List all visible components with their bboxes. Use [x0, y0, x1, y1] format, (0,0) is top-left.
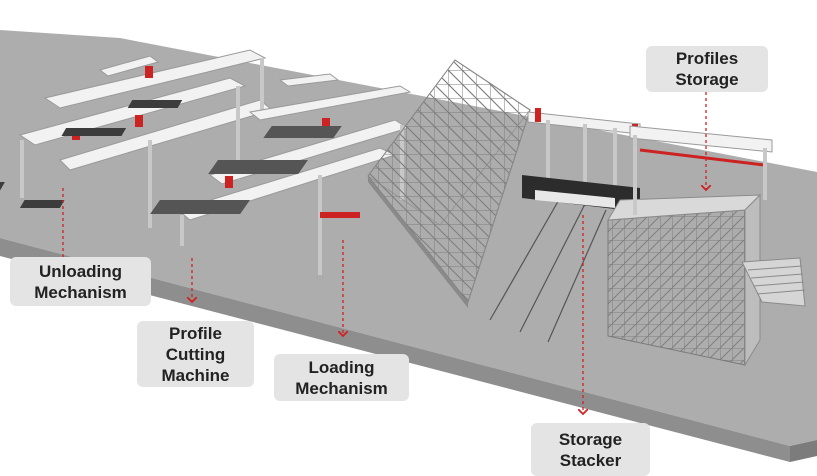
- stacker-label-line1: Storage: [558, 429, 623, 449]
- floor-rails: [489, 197, 607, 343]
- stacker-label-line2: Stacker: [559, 450, 622, 470]
- loading-label-line1: Loading: [308, 357, 375, 377]
- profile-cutting-machine: [150, 73, 412, 275]
- profiles-storage: [607, 125, 773, 367]
- cutting-label-line2: Cutting: [165, 344, 226, 364]
- floor-slab: [0, 30, 817, 446]
- floor-front-edge: [0, 238, 790, 462]
- profiles-storage-label: Profiles Storage: [646, 46, 768, 92]
- cutting-label-line1: Profile: [169, 323, 222, 343]
- unloading-label-line2: Mechanism: [34, 282, 127, 302]
- profiles-label-line1: Profiles: [675, 49, 739, 68]
- floor-right-edge: [790, 440, 817, 462]
- loading-mechanism-label: Loading Mechanism: [274, 354, 409, 401]
- high-bay-rack: [367, 59, 531, 308]
- profile-cutting-machine-label: Profile Cutting Machine: [137, 321, 254, 387]
- leader-lines: [62, 92, 706, 414]
- conveyor: [741, 257, 806, 307]
- storage-stacker-label: Storage Stacker: [531, 423, 650, 476]
- unloading-mechanism-label: Unloading Mechanism: [10, 257, 151, 306]
- unloading-label-line1: Unloading: [38, 261, 123, 281]
- loading-label-line2: Mechanism: [295, 378, 388, 398]
- cutting-label-line3: Machine: [161, 365, 230, 385]
- storage-stacker: [522, 108, 641, 212]
- profiles-label-line2: Storage: [675, 70, 739, 89]
